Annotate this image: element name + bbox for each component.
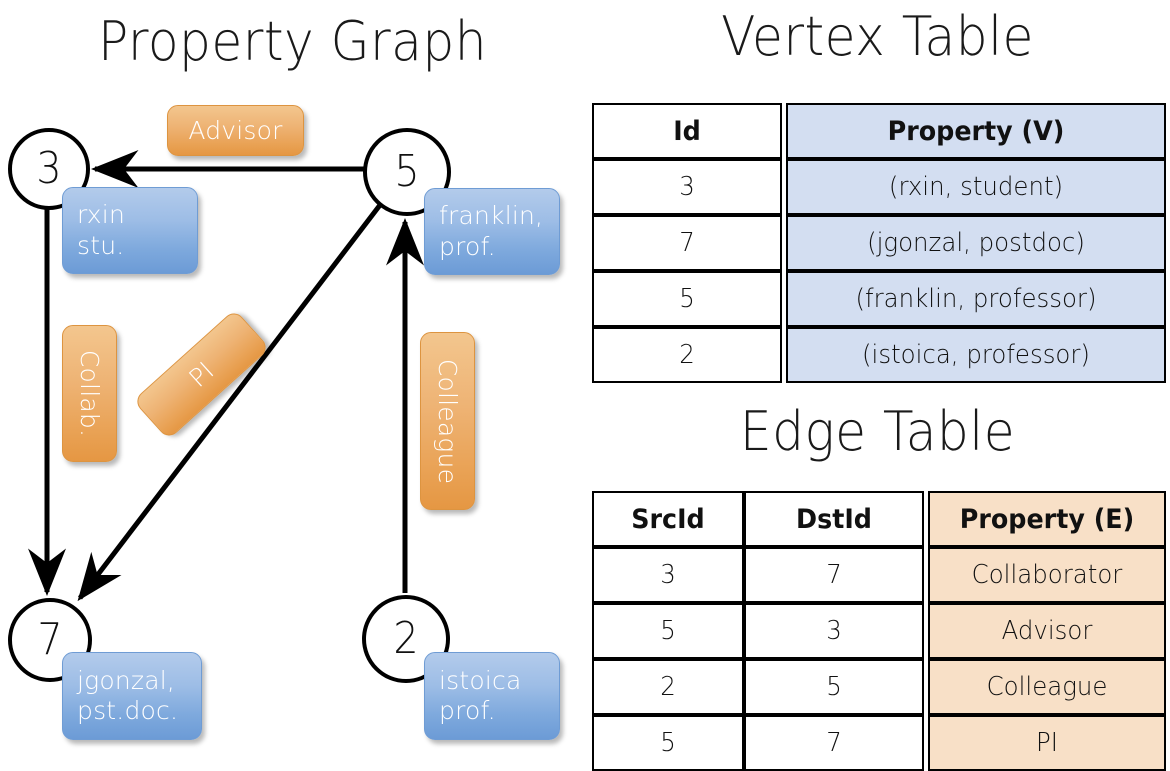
page-title-vertex-table: Vertex Table — [721, 5, 1034, 68]
edge-table-cell-property: Advisor — [928, 603, 1166, 659]
edge-table-column-gap — [924, 491, 928, 547]
vertex-table-column-gap — [782, 103, 786, 159]
edge-table-column-gap — [924, 715, 928, 771]
edge-table-cell-srcid: 5 — [592, 603, 744, 659]
vertex-table-cell-property: (jgonzal, postdoc) — [786, 215, 1166, 271]
vertex-table-cell-property: (rxin, student) — [786, 159, 1166, 215]
edge-table-cell-dstid: 3 — [744, 603, 924, 659]
vertex-property-box-2-line1: istoica — [439, 665, 522, 695]
table-row: 5 (franklin, professor) — [592, 271, 1166, 327]
vertex-property-box-7-line1: jgonzal, — [77, 665, 176, 695]
edge-table-header-dstid: DstId — [744, 491, 924, 547]
table-row: 2 (istoica, professor) — [592, 327, 1166, 383]
edge-table-cell-dstid: 7 — [744, 715, 924, 771]
edge-table-cell-srcid: 3 — [592, 547, 744, 603]
edge-property-box-colleague-label: Colleague — [433, 358, 462, 484]
edge-table-header-srcid: SrcId — [592, 491, 744, 547]
graph-node-3-id: 3 — [36, 143, 62, 194]
edge-line-5-to-7 — [77, 203, 382, 602]
graph-edges-svg — [27, 149, 425, 602]
vertex-property-box-3[interactable]: rxin stu. — [62, 187, 198, 274]
vertex-table-cell-property: (istoica, professor) — [786, 327, 1166, 383]
graph-node-2[interactable]: 2 — [362, 595, 450, 683]
graph-node-7-id: 7 — [37, 614, 63, 665]
vertex-table: Id Property (V) 3 (rxin, student) — [592, 103, 1166, 383]
vertex-table-column-gap — [782, 327, 786, 383]
vertex-table-header-row: Id Property (V) — [592, 103, 1166, 159]
edge-table-column-gap — [924, 547, 928, 603]
table-row: 5 3 Advisor — [592, 603, 1166, 659]
vertex-table-header-property: Property (V) — [786, 103, 1166, 159]
edge-table-cell-dstid: 7 — [744, 547, 924, 603]
vertex-property-box-2-line2: prof. — [439, 696, 496, 725]
vertex-table-column-gap — [782, 215, 786, 271]
vertex-property-box-5-line1: franklin, — [439, 201, 544, 230]
page-title-edge-table: Edge Table — [739, 400, 1016, 463]
edge-property-box-advisor[interactable]: Advisor — [167, 105, 304, 156]
vertex-property-box-7-line2: pst.doc. — [77, 696, 179, 725]
table-row: 3 7 Collaborator — [592, 547, 1166, 603]
graph-node-2-id: 2 — [393, 613, 419, 664]
graph-node-5-id: 5 — [394, 146, 420, 197]
edge-table-header-row: SrcId DstId Property (E) — [592, 491, 1166, 547]
vertex-property-box-5[interactable]: franklin, prof. — [424, 188, 560, 275]
edge-property-box-colleague[interactable]: Colleague — [420, 332, 475, 510]
vertex-property-box-2[interactable]: istoica prof. — [424, 652, 560, 740]
table-row: 2 5 Colleague — [592, 659, 1166, 715]
edge-table-column-gap — [924, 603, 928, 659]
edge-table-cell-property: Collaborator — [928, 547, 1166, 603]
table-row: 3 (rxin, student) — [592, 159, 1166, 215]
vertex-table-column-gap — [782, 271, 786, 327]
graph-node-5[interactable]: 5 — [363, 128, 451, 216]
vertex-property-box-3-line2: stu. — [77, 230, 125, 260]
vertex-table-header-id: Id — [592, 103, 782, 159]
edge-property-box-advisor-label: Advisor — [188, 116, 283, 145]
table-row: 7 (jgonzal, postdoc) — [592, 215, 1166, 271]
edge-property-box-collab[interactable]: Collab. — [62, 325, 117, 462]
vertex-table-column-gap — [782, 159, 786, 215]
page-title-property-graph: Property Graph — [97, 10, 488, 73]
vertex-table-cell-property: (franklin, professor) — [786, 271, 1166, 327]
edge-table-header-property: Property (E) — [928, 491, 1166, 547]
edge-table-cell-srcid: 2 — [592, 659, 744, 715]
edge-table-cell-property: Colleague — [928, 659, 1166, 715]
edge-table-column-gap — [924, 659, 928, 715]
vertex-property-box-5-line2: prof. — [439, 231, 496, 261]
vertex-property-box-3-line1: rxin — [77, 200, 125, 229]
vertex-table-cell-id: 3 — [592, 159, 782, 215]
edge-property-box-pi-label: PI — [183, 356, 220, 393]
edge-table: SrcId DstId Property (E) 3 7 — [592, 491, 1166, 771]
vertex-table-cell-id: 5 — [592, 271, 782, 327]
edge-table-cell-dstid: 5 — [744, 659, 924, 715]
table-row: 5 7 PI — [592, 715, 1166, 771]
property-graph-diagram: 3 5 7 2 rxin stu. franklin, prof. jgonza… — [0, 0, 585, 760]
vertex-property-box-7[interactable]: jgonzal, pst.doc. — [62, 652, 202, 740]
edge-property-box-collab-label: Collab. — [75, 349, 104, 438]
vertex-table-cell-id: 7 — [592, 215, 782, 271]
edge-table-cell-srcid: 5 — [592, 715, 744, 771]
vertex-table-cell-id: 2 — [592, 327, 782, 383]
edge-table-cell-property: PI — [928, 715, 1166, 771]
